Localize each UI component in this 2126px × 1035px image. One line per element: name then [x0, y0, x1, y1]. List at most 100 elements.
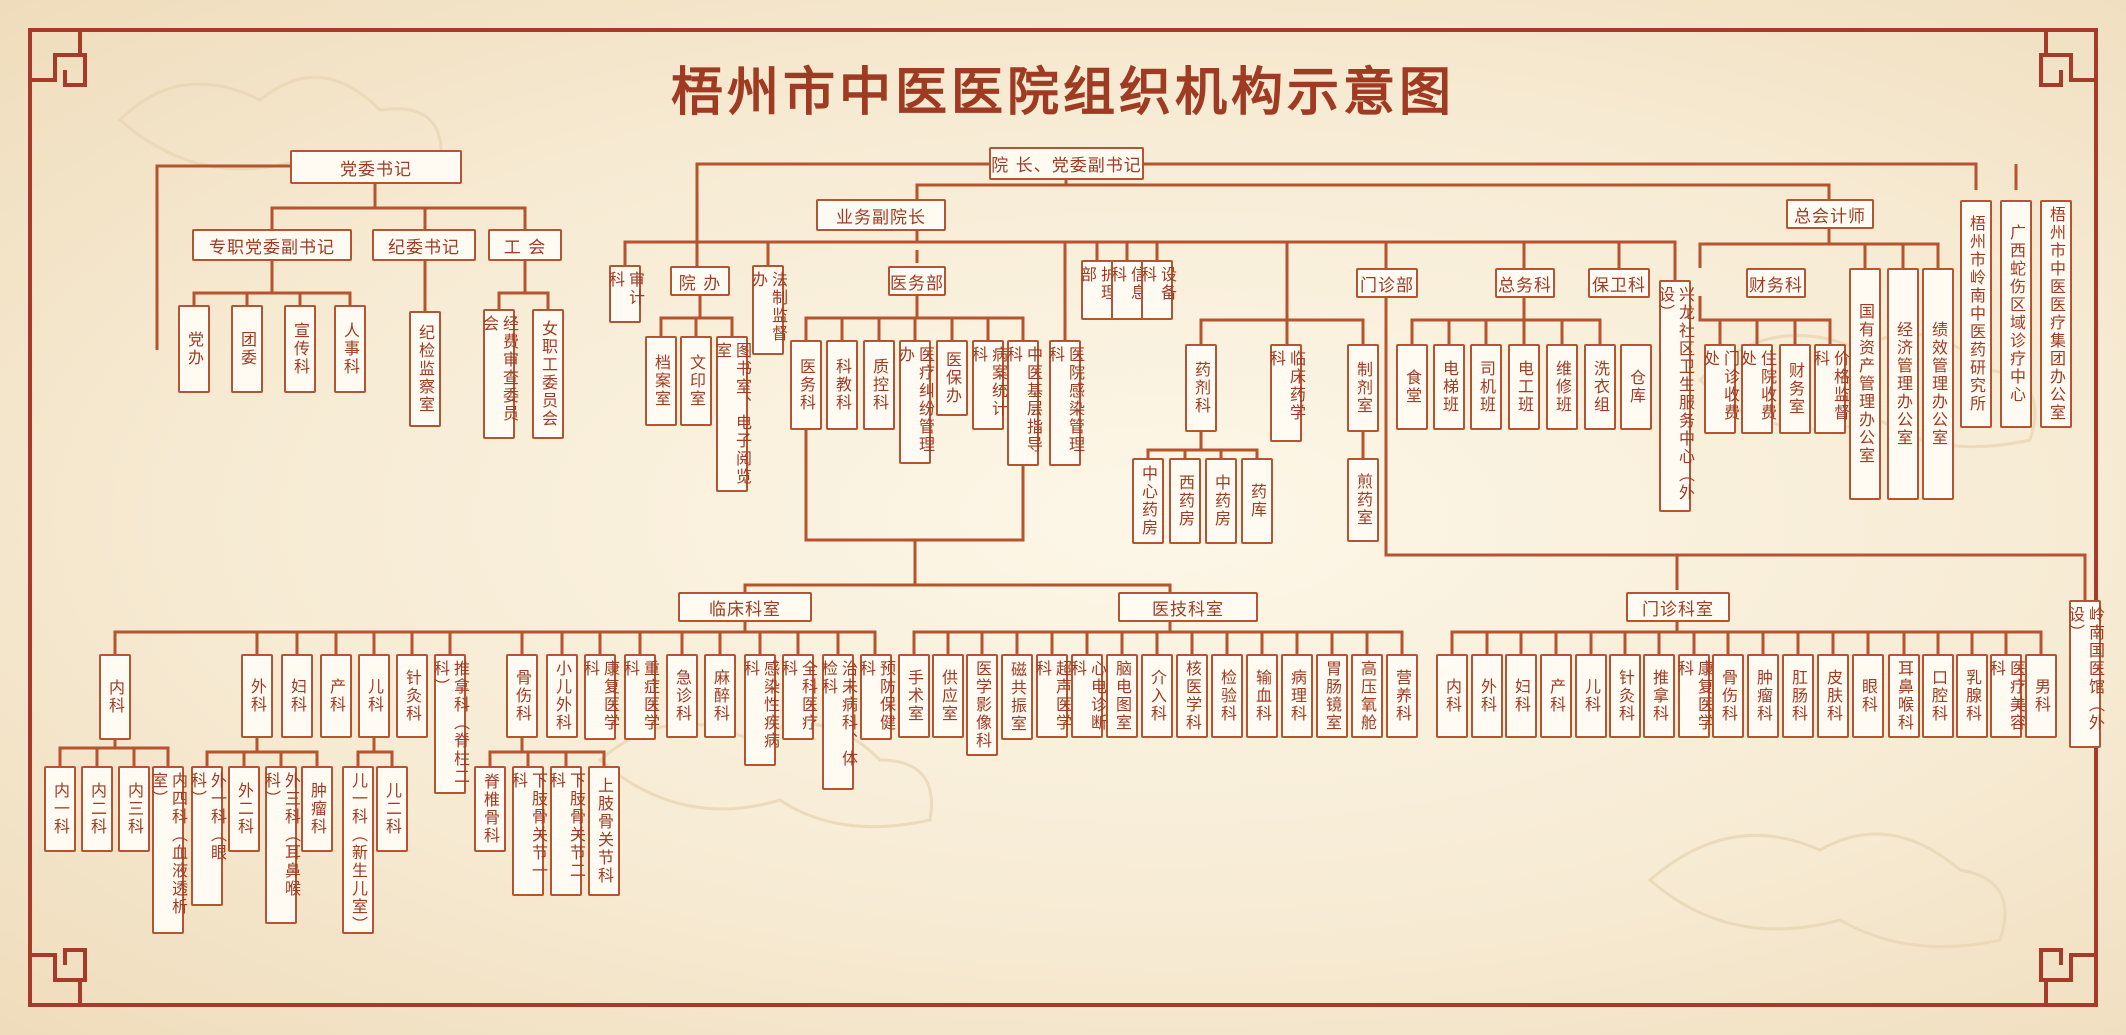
op-oncology: 肿瘤科 — [1747, 654, 1779, 738]
oncology: 肿瘤科 — [301, 766, 333, 852]
upper-limb: 上肢骨关节科 — [588, 766, 620, 896]
lower-limb-2: 下肢骨关节二科 — [547, 766, 586, 896]
tech-pathology: 病理科 — [1281, 654, 1313, 738]
tech-nutrition: 营养科 — [1386, 654, 1418, 738]
chart-title: 梧州市中医医院组织机构示意图 — [670, 63, 1455, 123]
lower-limb-1: 下肢骨关节一科 — [509, 766, 548, 896]
central-pharmacy: 中心药房 — [1132, 458, 1164, 544]
pharmacy-dept: 药剂科 — [1185, 344, 1217, 432]
finance-dept: 财务科 — [1746, 268, 1806, 298]
security-dept: 保卫科 — [1588, 268, 1650, 298]
driver-team: 司机班 — [1470, 344, 1502, 430]
state-assets-office: 国有资产管理办公室 — [1849, 268, 1881, 500]
audit-dept: 审计科 — [606, 265, 645, 323]
labor-union: 工 会 — [488, 229, 562, 261]
budget-committee: 经费审查委员会 — [480, 309, 519, 439]
equipment-dept: 设备科 — [1138, 260, 1177, 320]
clinical-icu: 重症医学科 — [621, 654, 660, 740]
tech-lab: 检验科 — [1211, 654, 1243, 738]
clinical-obstetrics: 产科 — [320, 654, 352, 738]
clinical-internal: 内科 — [99, 654, 131, 740]
clinical-pediatric-surgery: 小儿外科 — [546, 654, 578, 738]
canteen: 食堂 — [1396, 344, 1428, 430]
op-cosmetic: 医疗美容科 — [1987, 654, 2026, 738]
party-office: 党办 — [178, 305, 210, 393]
it-dept: 信息科 — [1108, 260, 1147, 320]
group-office: 梧州市中医医疗集团办公室 — [2040, 200, 2072, 428]
tcm-guidance: 中医基层指导科 — [1004, 340, 1043, 466]
tech-nuclear: 核医学科 — [1176, 654, 1208, 738]
tech-operating-room: 手术室 — [898, 654, 930, 738]
women-committee: 女职工委员会 — [532, 309, 564, 439]
publicity-dept: 宣传科 — [284, 305, 316, 393]
legal-supervision: 法制监督办 — [749, 265, 788, 355]
op-orthopedics: 骨伤科 — [1712, 654, 1744, 738]
clinical-rehab: 康复医学科 — [581, 654, 620, 740]
electrician-team: 电工班 — [1508, 344, 1540, 430]
pediatrics-2: 儿二科 — [376, 766, 408, 852]
op-tuina: 推拿科 — [1643, 654, 1675, 738]
op-ent: 耳鼻喉科 — [1888, 654, 1920, 738]
maintenance-team: 维修班 — [1546, 344, 1578, 430]
pediatrics-1: 儿一科（新生儿室） — [342, 766, 374, 934]
op-andrology: 男科 — [2025, 654, 2057, 738]
tech-mri: 磁共振室 — [1001, 654, 1033, 740]
president: 院 长、党委副书记 — [989, 147, 1144, 180]
op-obstetrics: 产科 — [1540, 654, 1572, 738]
surgery-1: 外一科（眼 科） — [188, 766, 227, 906]
op-ophthalmology: 眼科 — [1852, 654, 1884, 738]
clinical-pediatrics: 儿科 — [358, 654, 390, 738]
medical-affairs-dept: 医务部 — [888, 266, 946, 296]
performance-office: 绩效管理办公室 — [1922, 268, 1954, 500]
tech-imaging: 医学影像科 — [966, 654, 998, 756]
tech-supply-room: 供应室 — [932, 654, 964, 738]
tech-eeg: 脑电图室 — [1106, 654, 1138, 738]
hr-dept: 人事科 — [334, 305, 366, 393]
lingnan-hall: 岭南国医馆（外设） — [2066, 600, 2105, 748]
spine-orthopedics: 脊椎骨科 — [474, 766, 506, 852]
tech-hyperbaric: 高压氧舱 — [1351, 654, 1383, 738]
clinical-preventive-checkup: 治未病科、体检科 — [819, 654, 858, 790]
youth-league: 团委 — [231, 305, 263, 393]
clinical-orthopedics: 骨伤科 — [506, 654, 538, 738]
internal-1: 内一科 — [44, 766, 76, 852]
tech-ecg: 心电诊断科 — [1068, 654, 1107, 738]
internal-4: 内四科（血液透析室） — [149, 766, 188, 934]
economic-office: 经济管理办公室 — [1887, 268, 1919, 500]
clinical-general-practice: 全科医疗科 — [779, 654, 818, 740]
infection-control: 医院感染管理科 — [1046, 340, 1085, 466]
dispute-office: 医疗纠纷管理办 — [896, 340, 935, 464]
laundry-team: 洗衣组 — [1584, 344, 1616, 430]
outpatient-depts-header: 门诊科室 — [1626, 592, 1730, 622]
business-vice-president: 业务副院长 — [816, 199, 946, 231]
lingnan-research: 梧州市岭南中医药研究所 — [1960, 200, 1992, 428]
clinical-depts-header: 临床科室 — [678, 592, 812, 622]
internal-3: 内三科 — [118, 766, 150, 852]
op-internal: 内科 — [1436, 654, 1468, 738]
surgery-3: 外三科（耳鼻喉科） — [262, 766, 301, 924]
discipline-office: 纪检监察室 — [409, 311, 441, 427]
quality-control: 质控科 — [863, 340, 895, 430]
library-room: 图书室、电子阅览室 — [713, 336, 752, 492]
clinical-anesthesia: 麻醉科 — [704, 654, 736, 738]
snakebite-center: 广西蛇伤区域诊疗中心 — [2000, 200, 2032, 428]
xinglong-center: 兴龙社区卫生服务中心（外设） — [1656, 280, 1695, 512]
clinical-surgery: 外科 — [241, 654, 273, 738]
op-acupuncture: 针灸科 — [1609, 654, 1641, 738]
tech-transfusion: 输血科 — [1246, 654, 1278, 738]
education-section: 科教科 — [826, 340, 858, 430]
op-rehab: 康复医学科 — [1675, 654, 1714, 738]
insurance-office: 医保办 — [936, 340, 968, 416]
inpatient-billing: 住院收费处 — [1738, 344, 1777, 434]
clinical-pharmacy: 临床药学科 — [1267, 344, 1306, 442]
op-surgery: 外科 — [1471, 654, 1503, 738]
clinical-emergency: 急诊科 — [666, 654, 698, 738]
outpatient-billing: 门诊收费处 — [1701, 344, 1740, 434]
clinical-preventive-care: 预防保健科 — [857, 654, 896, 740]
tech-depts-header: 医技科室 — [1118, 592, 1258, 622]
outpatient-dept: 门诊部 — [1356, 268, 1418, 298]
decoction-room: 煎药室 — [1347, 458, 1379, 542]
deputy-party-secretary: 专职党委副书记 — [192, 229, 352, 261]
western-pharmacy: 西药房 — [1169, 458, 1201, 544]
